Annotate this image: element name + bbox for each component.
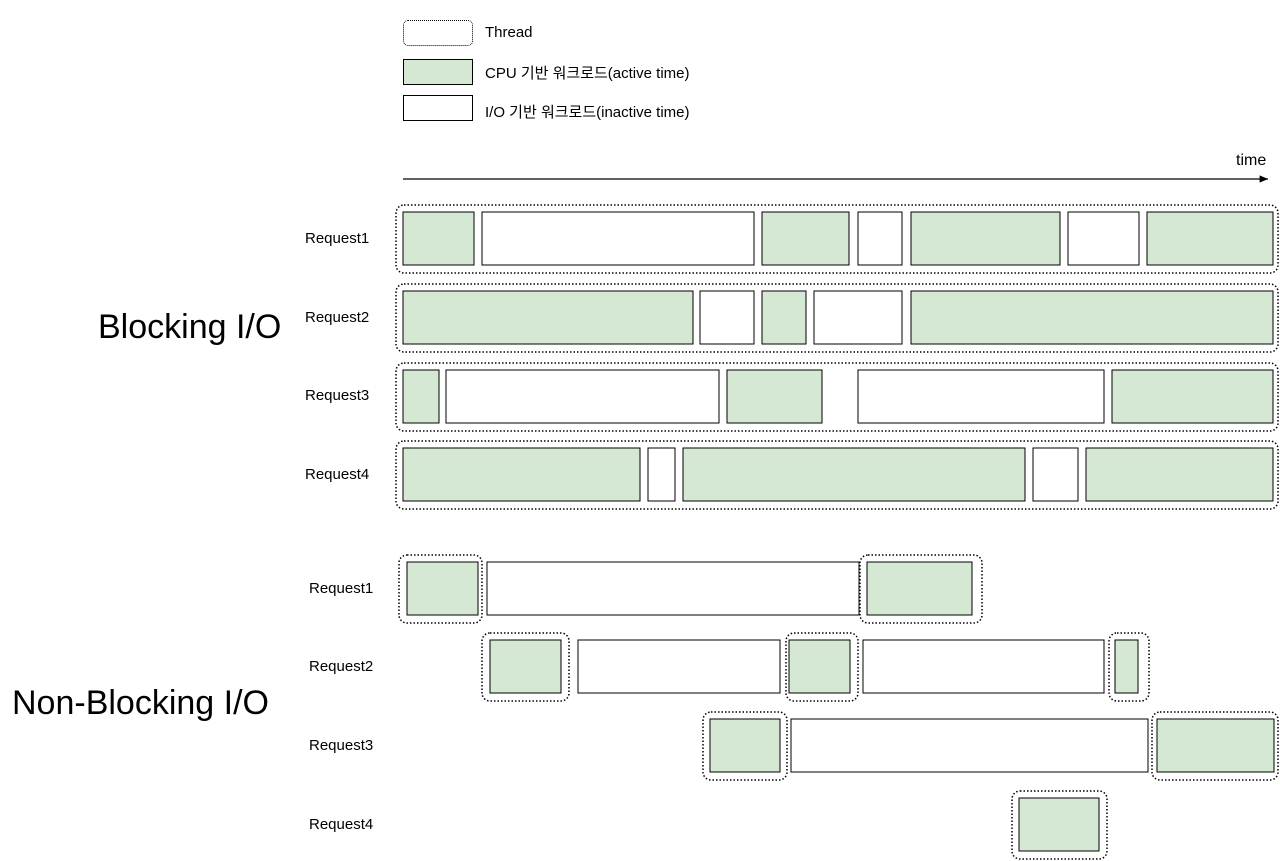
thread-box: [395, 204, 1279, 274]
io-workload-block: [1032, 447, 1079, 502]
io-workload-block: [790, 718, 1149, 773]
legend-thread-swatch: [403, 20, 473, 46]
thread-box: [702, 711, 788, 781]
cpu-workload-block: [1146, 211, 1274, 266]
cpu-workload-block: [1156, 718, 1275, 773]
legend-io-swatch: [403, 95, 473, 121]
blocking-request-label: Request2: [305, 309, 370, 326]
io-workload-block: [857, 211, 903, 266]
cpu-workload-block: [402, 211, 475, 266]
cpu-workload-block: [1085, 447, 1274, 502]
cpu-workload-block: [910, 290, 1274, 345]
cpu-workload-block: [682, 447, 1026, 502]
thread-box: [859, 554, 983, 624]
cpu-workload-block: [761, 211, 850, 266]
io-workload-block: [813, 290, 903, 345]
io-workload-block: [577, 639, 781, 694]
legend-thread-label: Thread: [485, 24, 533, 41]
thread-box: [395, 362, 1279, 432]
cpu-workload-block: [402, 290, 694, 345]
io-workload-block: [1067, 211, 1140, 266]
cpu-workload-block: [402, 447, 641, 502]
thread-box: [785, 632, 859, 702]
cpu-workload-block: [1114, 639, 1139, 694]
nonblocking-request-label: Request4: [309, 816, 374, 833]
thread-box: [395, 283, 1279, 353]
cpu-workload-block: [761, 290, 807, 345]
nonblocking-request-label: Request2: [309, 658, 374, 675]
cpu-workload-block: [866, 561, 973, 616]
nonblocking-request-label: Request3: [309, 737, 374, 754]
thread-box: [1108, 632, 1150, 702]
thread-box: [481, 632, 570, 702]
cpu-workload-block: [489, 639, 562, 694]
cpu-workload-block: [406, 561, 479, 616]
blocking-request-label: Request4: [305, 466, 370, 483]
cpu-workload-block: [709, 718, 781, 773]
io-workload-block: [481, 211, 755, 266]
thread-box: [398, 554, 483, 624]
legend-cpu-swatch: [403, 59, 473, 85]
cpu-workload-block: [910, 211, 1061, 266]
io-workload-block: [857, 369, 1105, 424]
legend-io-label: I/O 기반 워크로드(inactive time): [485, 104, 690, 121]
cpu-workload-block: [1111, 369, 1274, 424]
thread-box: [395, 440, 1279, 510]
cpu-workload-block: [726, 369, 823, 424]
blocking-title: Blocking I/O: [98, 308, 282, 346]
io-workload-block: [486, 561, 860, 616]
io-workload-block: [647, 447, 676, 502]
time-axis-label: time: [1236, 152, 1267, 169]
cpu-workload-block: [1018, 797, 1100, 852]
io-workload-block: [445, 369, 720, 424]
blocking-request-label: Request3: [305, 387, 370, 404]
io-workload-block: [862, 639, 1105, 694]
nonblocking-title: Non-Blocking I/O: [12, 684, 269, 722]
legend-cpu-label: CPU 기반 워크로드(active time): [485, 65, 690, 82]
nonblocking-request-label: Request1: [309, 580, 374, 597]
cpu-workload-block: [788, 639, 851, 694]
io-workload-block: [699, 290, 755, 345]
thread-box: [1011, 790, 1108, 860]
thread-box: [1151, 711, 1279, 781]
cpu-workload-block: [402, 369, 440, 424]
blocking-request-label: Request1: [305, 230, 370, 247]
